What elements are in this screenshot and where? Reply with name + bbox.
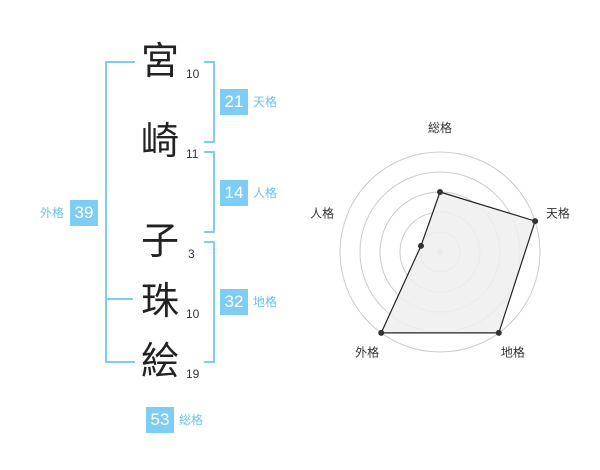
radar-axis-label-5: 人格 — [310, 206, 334, 221]
stroke-count-5: 19 — [186, 367, 200, 381]
jinkaku-value-badge: 14 — [220, 180, 248, 206]
stroke-count-4: 10 — [186, 307, 200, 321]
radar-series-polygon — [380, 191, 536, 334]
radar-point-3 — [495, 329, 502, 336]
chikaku-label: 地格 — [253, 295, 278, 309]
tenkaku-bracket — [204, 61, 215, 143]
stroke-count-2: 11 — [186, 147, 199, 161]
chikaku-value-badge: 32 — [220, 289, 248, 315]
gaikaku-bracket — [105, 61, 135, 363]
tenkaku-value-badge: 21 — [220, 89, 248, 115]
radar-point-5 — [417, 242, 424, 249]
radar-point-2 — [532, 218, 539, 225]
stroke-count-1: 10 — [186, 67, 200, 81]
gaikaku-label: 外格 — [40, 206, 65, 220]
radar-ring — [339, 151, 541, 353]
name-char-1: 宮 — [140, 39, 179, 83]
soukaku-value-badge: 53 — [146, 407, 174, 433]
name-char-4: 珠 — [140, 279, 179, 323]
name-char-3: 子 — [140, 219, 179, 263]
radar-axis-label-3: 地格 — [501, 344, 525, 359]
radar-axis-label-2: 天格 — [546, 206, 570, 221]
radar-point-1 — [437, 189, 443, 195]
gaikaku-value-badge: 39 — [70, 200, 98, 226]
gaikaku-inner-tick — [105, 298, 133, 300]
jinkaku-label: 人格 — [253, 186, 278, 200]
chikaku-bracket — [204, 241, 215, 363]
radar-point-4 — [378, 329, 385, 336]
stroke-count-3: 3 — [188, 247, 195, 261]
tenkaku-label: 天格 — [253, 95, 278, 109]
name-char-2: 崎 — [140, 119, 179, 163]
radar-points — [378, 189, 539, 336]
jinkaku-bracket — [204, 151, 215, 233]
name-char-5: 絵 — [140, 339, 179, 383]
radar-axis-label-1: 総格 — [428, 120, 452, 135]
soukaku-label: 総格 — [179, 413, 204, 427]
radar-axis-label-4: 外格 — [355, 344, 379, 359]
